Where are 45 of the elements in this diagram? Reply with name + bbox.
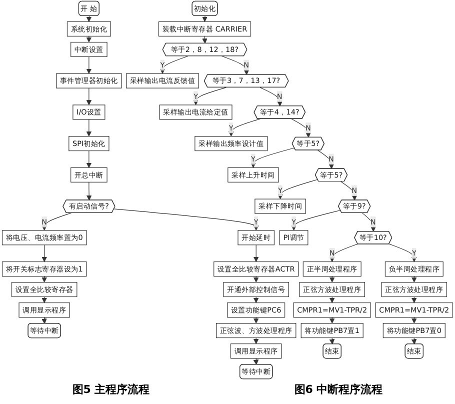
arrow bbox=[86, 56, 92, 74]
arrow bbox=[253, 244, 259, 262]
arrow bbox=[291, 118, 311, 138]
arrow bbox=[193, 87, 227, 106]
arrow bbox=[412, 276, 417, 283]
arrow bbox=[42, 316, 47, 324]
arrow bbox=[42, 276, 47, 283]
arrow bbox=[250, 148, 295, 168]
arrow bbox=[329, 296, 335, 304]
figure-caption: 图5 主程序流程 bbox=[72, 382, 150, 397]
arrow bbox=[86, 36, 92, 42]
arrow bbox=[253, 296, 259, 304]
arrow bbox=[202, 16, 208, 22]
arrow bbox=[317, 150, 334, 170]
arrow bbox=[329, 244, 358, 262]
arrow bbox=[86, 88, 92, 106]
arrow bbox=[329, 337, 335, 344]
arrow bbox=[42, 296, 47, 304]
arrow bbox=[42, 212, 72, 231]
arrow bbox=[86, 150, 92, 168]
arrow bbox=[253, 316, 259, 324]
arrow bbox=[253, 276, 259, 283]
arrow bbox=[160, 56, 188, 74]
arrow bbox=[86, 182, 92, 200]
arrow bbox=[228, 118, 261, 137]
arrow bbox=[86, 119, 92, 137]
arrow bbox=[253, 358, 259, 365]
arrow bbox=[260, 87, 282, 106]
arrow bbox=[388, 244, 417, 262]
arrow bbox=[278, 179, 318, 200]
arrow bbox=[412, 316, 417, 324]
arrow bbox=[222, 56, 250, 76]
arrow bbox=[412, 296, 417, 304]
arrow bbox=[329, 316, 335, 324]
arrow bbox=[411, 337, 417, 344]
arrow bbox=[114, 208, 259, 231]
arrow bbox=[362, 212, 376, 232]
arrow bbox=[202, 36, 208, 44]
arrow bbox=[86, 16, 92, 22]
arrow bbox=[253, 337, 259, 344]
figure-caption: 图6 中断程序流程 bbox=[294, 382, 383, 397]
arrow bbox=[340, 181, 358, 200]
arrow bbox=[291, 210, 341, 231]
arrow bbox=[329, 276, 335, 283]
arrow bbox=[42, 244, 47, 262]
